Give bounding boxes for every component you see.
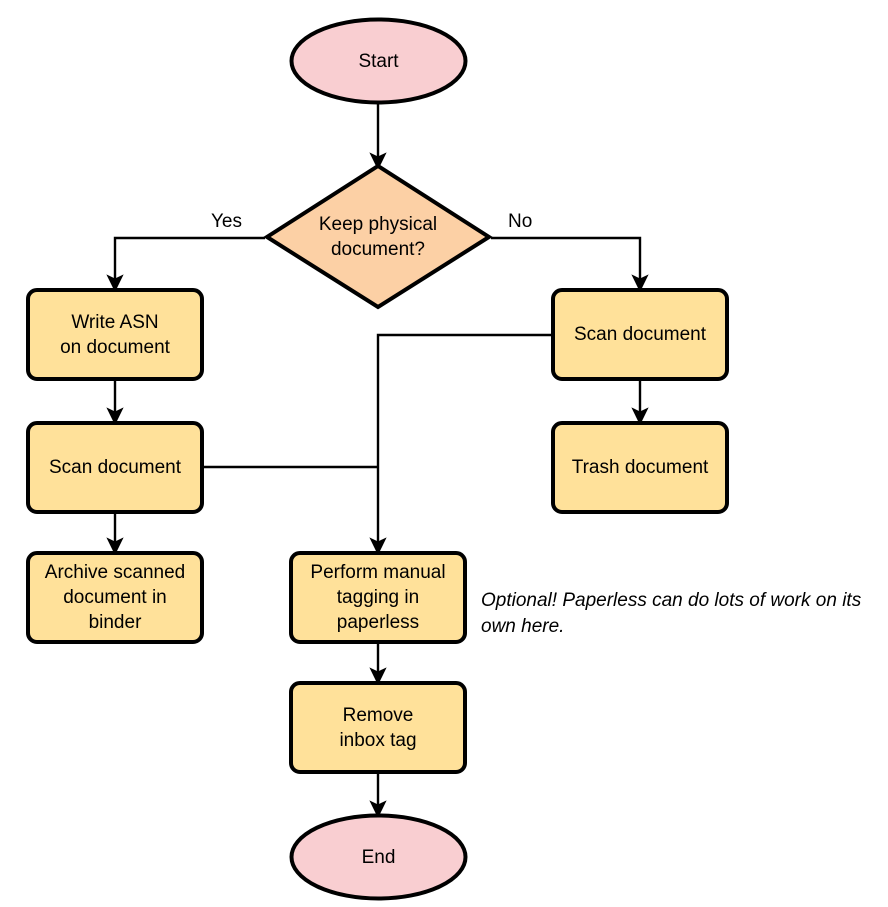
node-write-asn-shape[interactable] — [26, 288, 204, 381]
edge-label-yes: Yes — [211, 211, 242, 232]
node-archive-shape[interactable] — [26, 551, 204, 644]
node-scan-right-shape[interactable] — [551, 288, 729, 381]
node-decision-shape[interactable] — [263, 163, 493, 310]
edge-decision-no-to-scan-right — [491, 236, 649, 293]
optional-note: Optional! Paperless can do lots of work … — [481, 590, 862, 637]
node-end-shape[interactable] — [289, 813, 468, 901]
edge-scan-right-to-tagging — [369, 333, 552, 556]
node-trash-shape[interactable] — [551, 421, 729, 514]
node-remove-inbox-shape[interactable] — [289, 681, 467, 774]
node-tagging-shape[interactable] — [289, 551, 467, 644]
edge-decision-yes-to-write-asn — [106, 236, 265, 293]
edge-label-no: No — [508, 211, 533, 232]
node-start-shape[interactable] — [289, 17, 468, 105]
node-scan-left-shape[interactable] — [26, 421, 204, 514]
